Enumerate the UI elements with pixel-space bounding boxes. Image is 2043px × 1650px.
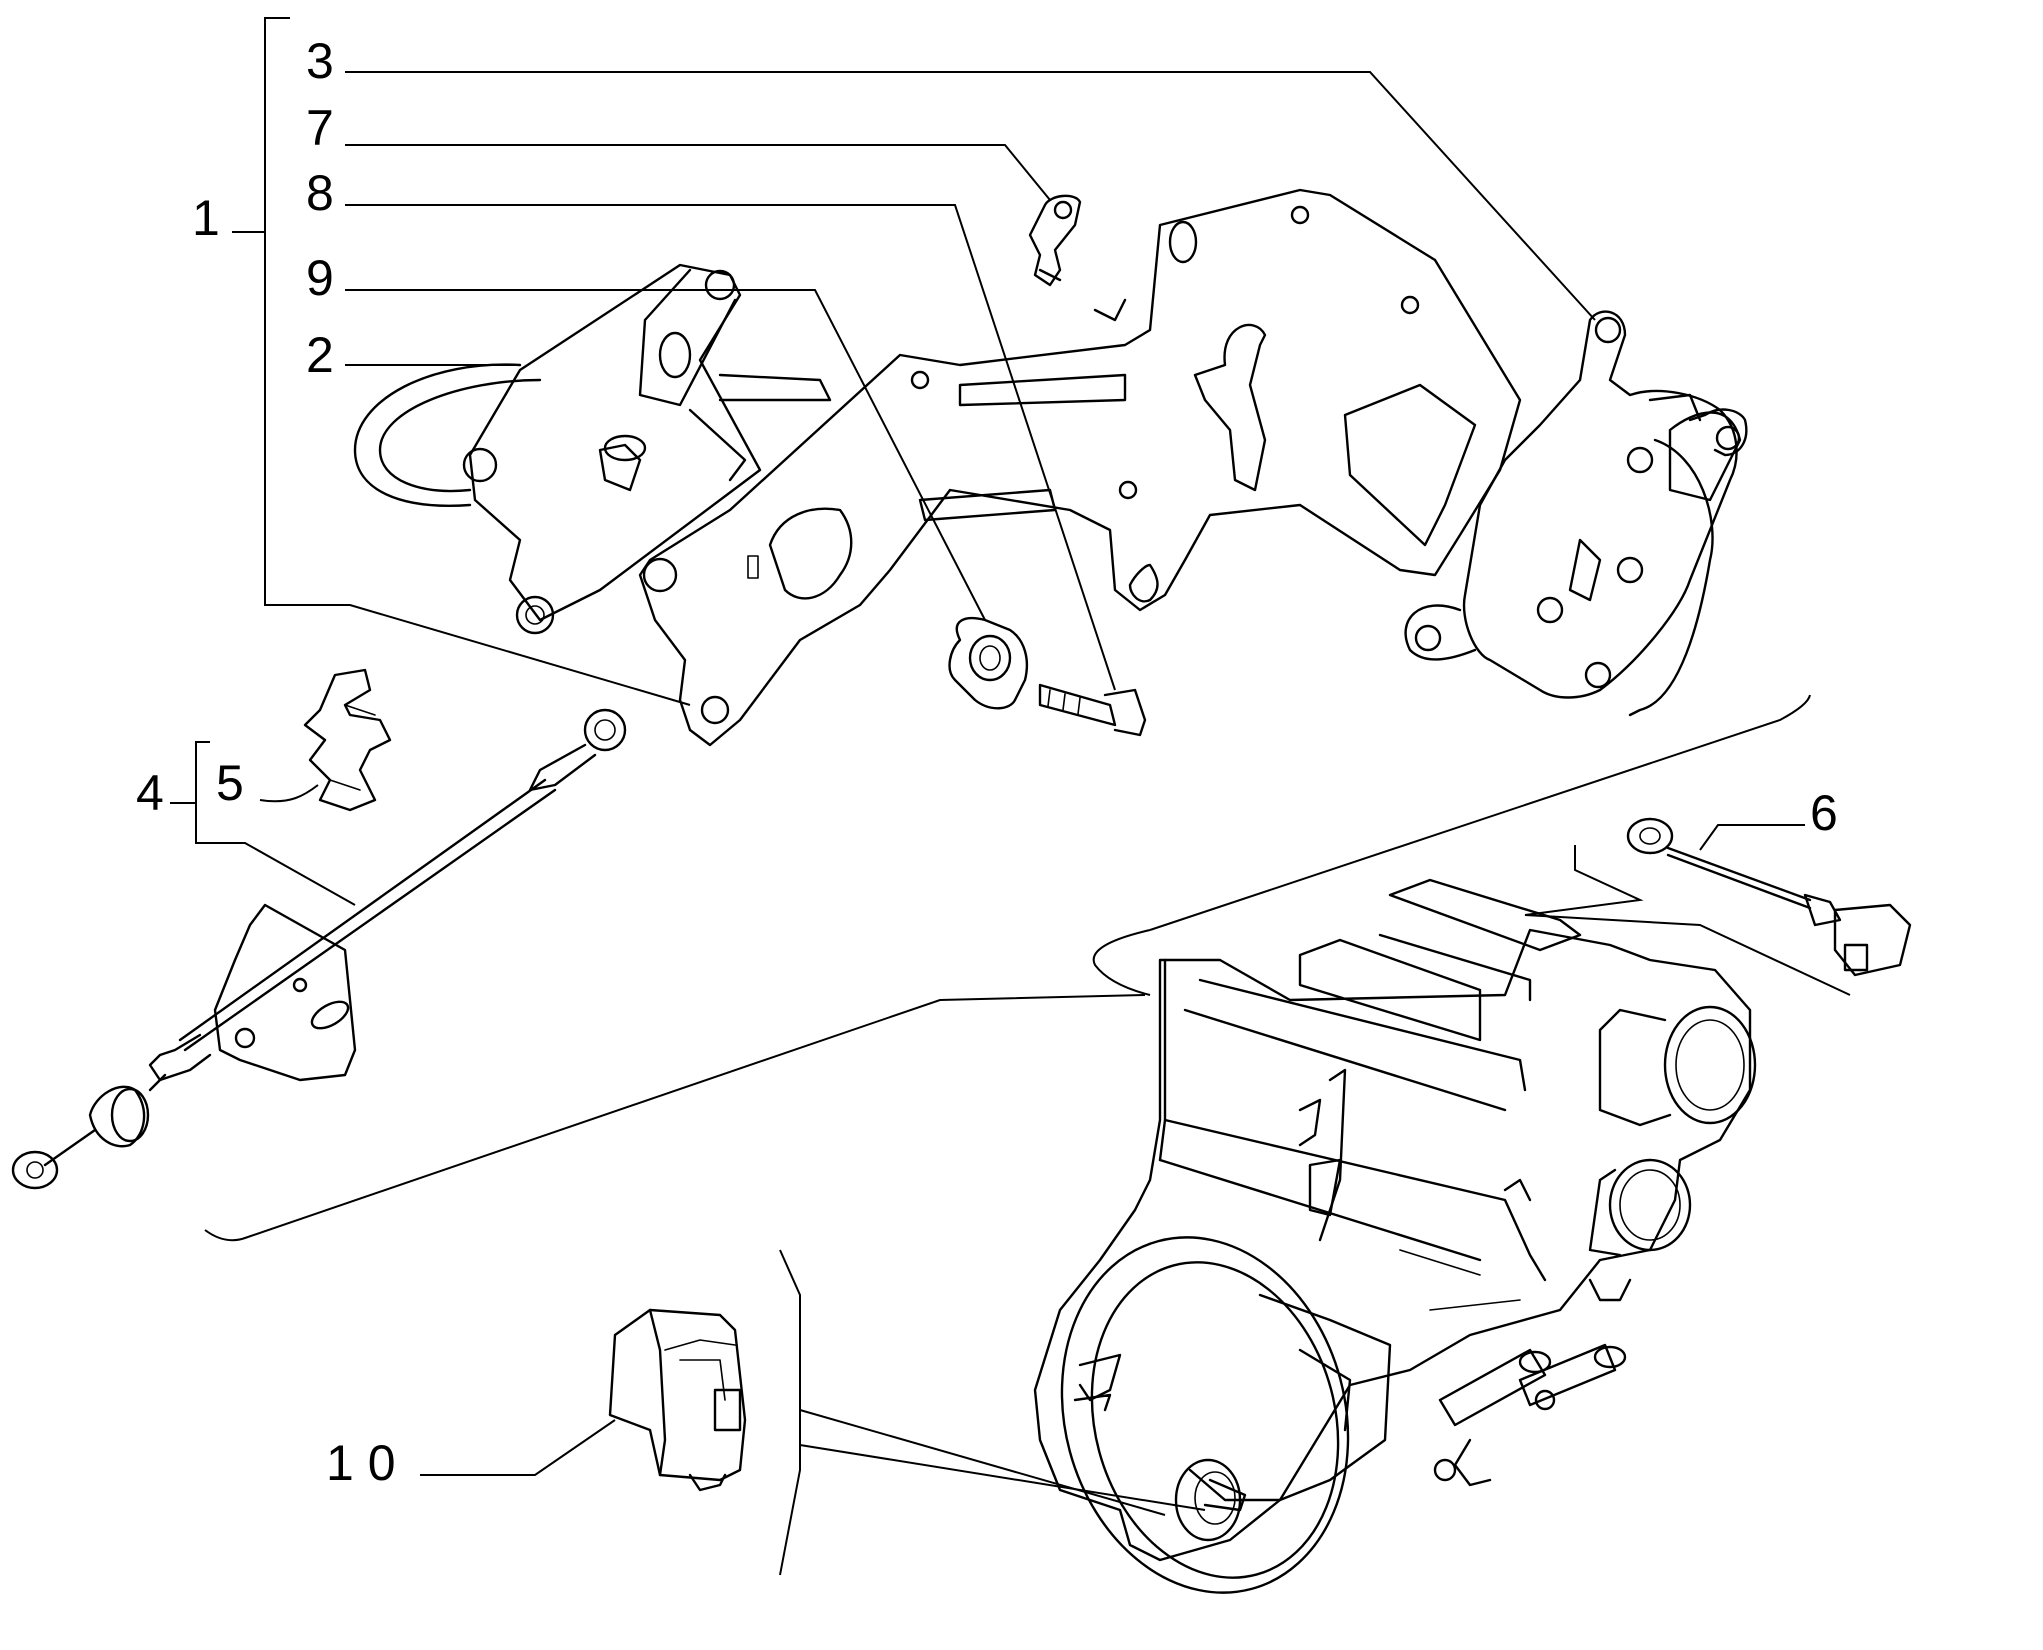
gear — [948, 617, 1029, 710]
screw — [1038, 683, 1147, 737]
right-actuator — [1404, 310, 1748, 717]
small-lever — [1028, 194, 1082, 287]
callout-6: 6 — [1810, 785, 1838, 841]
leader-lines — [170, 17, 1805, 1476]
resistor-module — [608, 1308, 747, 1492]
callout-9: 9 — [306, 250, 334, 306]
left-actuator — [353, 263, 832, 635]
heater-box — [1033, 878, 1757, 1594]
callout-4: 4 — [136, 765, 164, 821]
callout-1: 1 — [192, 190, 220, 246]
sensor — [1626, 817, 1912, 977]
section-dividers — [204, 694, 1851, 1576]
callout-2: 2 — [306, 327, 334, 383]
callout-8: 8 — [306, 165, 334, 221]
callout-7: 7 — [306, 100, 334, 156]
callout-3: 3 — [306, 33, 334, 89]
callout-10: 1 0 — [326, 1435, 396, 1491]
mounting-bracket — [638, 188, 1522, 747]
clip — [303, 668, 392, 812]
callout-5: 5 — [216, 755, 244, 811]
control-cable — [11, 708, 627, 1190]
